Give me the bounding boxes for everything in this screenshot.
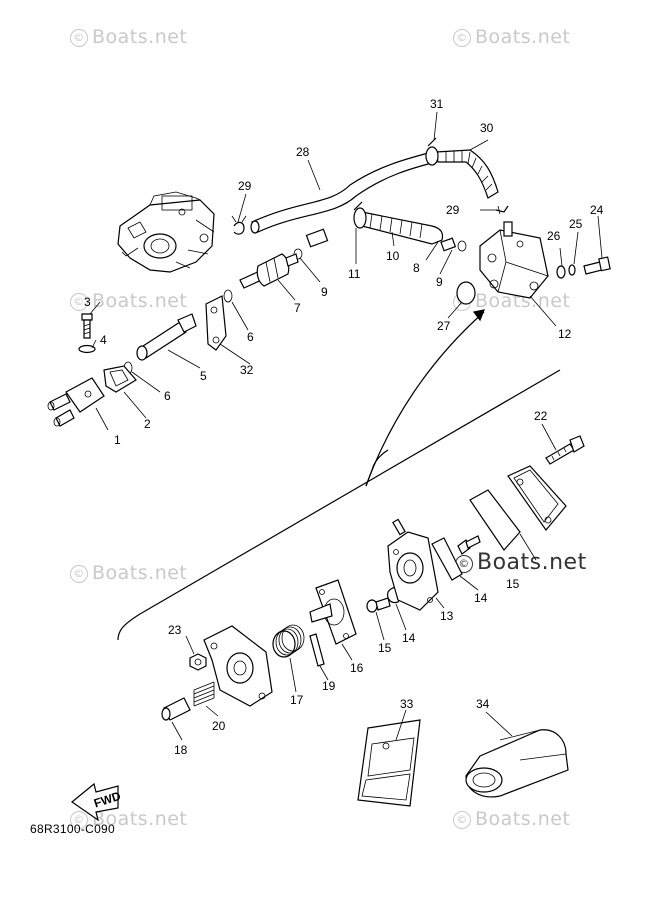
callout-15-upper: 15	[506, 577, 520, 591]
hose-30	[435, 149, 499, 199]
callout-23: 23	[168, 623, 182, 637]
cap-34	[465, 729, 569, 798]
callout-13: 13	[440, 609, 454, 623]
spring-20	[193, 681, 215, 707]
callout-19: 19	[322, 679, 336, 693]
watermark: ©Boats.net	[453, 808, 570, 830]
screw-15-upper	[457, 535, 481, 555]
pump-base	[203, 625, 273, 707]
callout-12: 12	[558, 327, 572, 341]
callout-10: 10	[386, 249, 400, 263]
bolt-3	[81, 313, 93, 339]
spring-17	[272, 624, 305, 658]
callout-29-right: 29	[446, 203, 460, 217]
callout-6-upper: 6	[247, 330, 254, 344]
hose-9-right	[440, 237, 457, 252]
callout-9-left: 9	[321, 285, 328, 299]
hose-10	[361, 211, 444, 245]
watermark-dark: ©Boats.net	[455, 550, 587, 575]
label-card-33	[357, 719, 421, 807]
callout-32: 32	[240, 363, 254, 377]
callout-33: 33	[400, 697, 414, 711]
callout-22: 22	[534, 409, 548, 423]
clip-29-left	[231, 215, 247, 235]
callout-6-lower: 6	[164, 389, 171, 403]
fuel-connector-1	[47, 377, 105, 427]
callout-26: 26	[547, 229, 561, 243]
callout-7: 7	[294, 301, 301, 315]
clip-9a	[293, 248, 303, 260]
clip-29-right	[495, 205, 509, 215]
callout-25: 25	[569, 217, 583, 231]
clamp-31	[425, 137, 439, 166]
valve-14-upper	[431, 537, 463, 581]
callout-31: 31	[430, 97, 444, 111]
pump-gasket	[469, 489, 521, 551]
callout-28: 28	[296, 145, 310, 159]
leader-lines	[89, 111, 603, 741]
hose-5	[136, 313, 197, 361]
carburetor	[117, 191, 215, 273]
pump-cover	[507, 465, 567, 531]
fwd-arrow: FWD	[71, 782, 123, 822]
callout-16: 16	[350, 661, 364, 675]
callout-27: 27	[437, 319, 451, 333]
clip-6-upper	[223, 289, 233, 303]
callout-18: 18	[174, 743, 188, 757]
pin-19	[309, 633, 325, 667]
fuel-filter-7	[239, 253, 299, 289]
washer-4	[78, 344, 96, 354]
clip-9b	[457, 240, 467, 252]
gasket-32	[205, 295, 227, 351]
callout-1: 1	[114, 433, 121, 447]
callout-29-left: 29	[238, 179, 252, 193]
callout-3: 3	[84, 295, 91, 309]
bolt-22	[545, 435, 585, 465]
callout-8: 8	[413, 261, 420, 275]
screw-15-lower	[366, 597, 391, 613]
callout-15-lower: 15	[378, 641, 392, 655]
diagram-code: 68R3100-C090	[30, 822, 115, 836]
callout-14-lower: 14	[402, 631, 416, 645]
separator-line	[117, 369, 561, 641]
bolt-24	[583, 256, 611, 275]
watermark: ©Boats.net	[453, 26, 570, 48]
gasket-2	[103, 365, 137, 393]
callout-34: 34	[476, 697, 490, 711]
callout-30: 30	[480, 121, 494, 135]
clamp-11	[353, 201, 367, 229]
pump-body-13	[387, 518, 439, 611]
hose-28	[251, 151, 437, 233]
watermark: ©Boats.net	[70, 562, 187, 584]
washer-26	[556, 265, 566, 279]
fuel-pump-12	[479, 221, 549, 299]
watermark: ©Boats.net	[70, 808, 187, 830]
callout-5: 5	[200, 369, 207, 383]
callout-14-upper: 14	[474, 591, 488, 605]
callout-11: 11	[348, 267, 361, 281]
callout-20: 20	[212, 719, 226, 733]
callout-24: 24	[590, 203, 604, 217]
callout-2: 2	[144, 417, 151, 431]
diaphragm-16	[309, 579, 357, 645]
callout-4: 4	[100, 333, 107, 347]
callout-9-right: 9	[436, 275, 443, 289]
o-ring-27	[456, 281, 476, 305]
washer-25	[568, 264, 576, 276]
watermark: ©Boats.net	[70, 290, 187, 312]
indicator-arrow	[365, 311, 485, 487]
callout-17: 17	[290, 693, 304, 707]
hose-9-left	[305, 228, 329, 248]
plunger-18	[161, 697, 191, 721]
watermark: ©Boats.net	[70, 26, 187, 48]
nut-23	[189, 653, 207, 671]
